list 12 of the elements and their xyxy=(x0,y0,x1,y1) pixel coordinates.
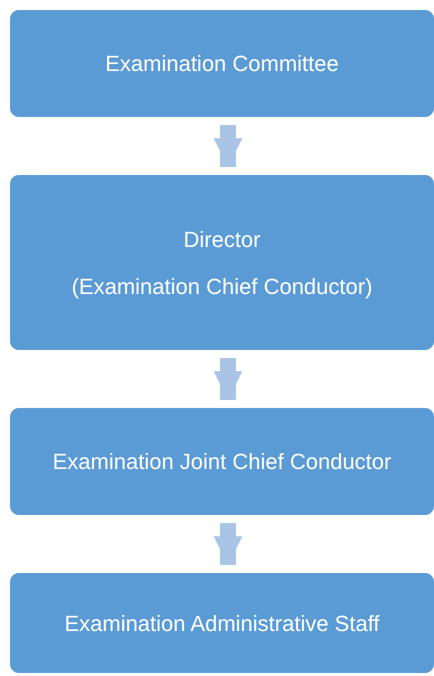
block-arrow xyxy=(214,358,242,400)
process-box xyxy=(10,408,434,515)
block-arrow xyxy=(214,125,242,167)
block-arrow xyxy=(214,523,242,565)
process-box xyxy=(10,573,434,673)
process-box xyxy=(10,10,434,117)
box-label: Examination Committee xyxy=(105,50,339,78)
box-label: Examination Administrative Staff xyxy=(64,610,380,638)
box-label: Director xyxy=(183,226,260,254)
box-label: Examination Joint Chief Conductor xyxy=(52,448,392,476)
box-label: (Examination Chief Conductor) xyxy=(72,272,372,300)
process-box xyxy=(10,175,434,350)
